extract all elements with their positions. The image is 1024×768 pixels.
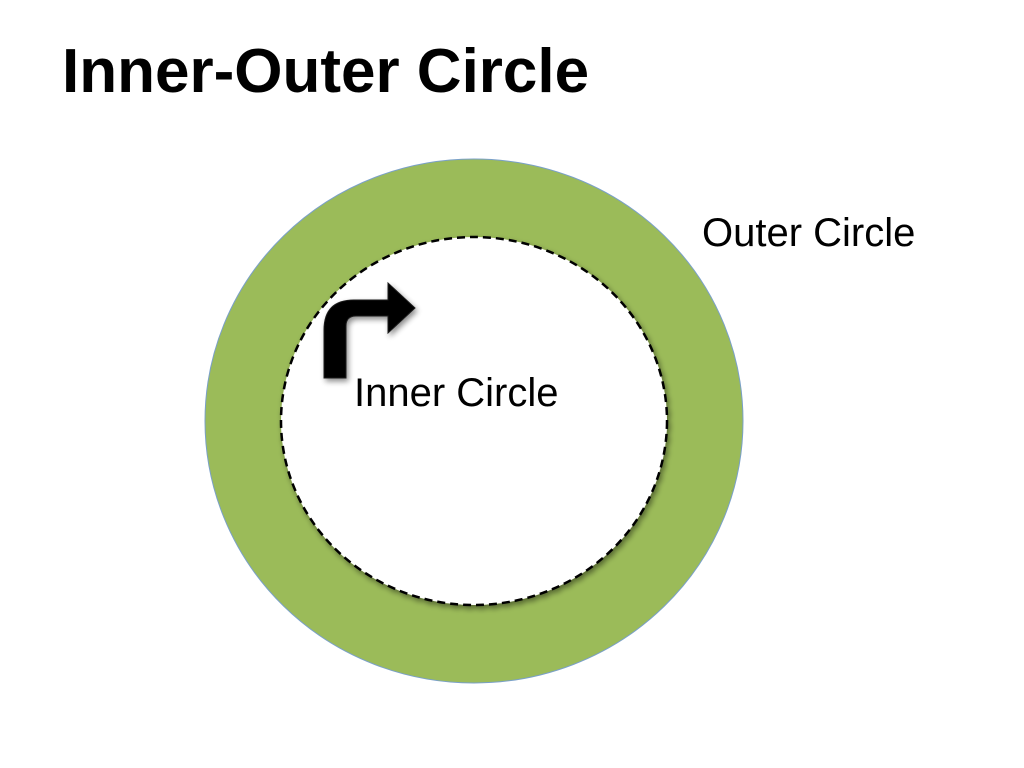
curved-turn-right-arrow-icon xyxy=(323,281,416,379)
inner-circle xyxy=(279,235,669,607)
slide-title: Inner-Outer Circle xyxy=(62,37,590,106)
outer-circle-label: Outer Circle xyxy=(702,211,916,255)
inner-circle-label: Inner Circle xyxy=(354,371,559,415)
